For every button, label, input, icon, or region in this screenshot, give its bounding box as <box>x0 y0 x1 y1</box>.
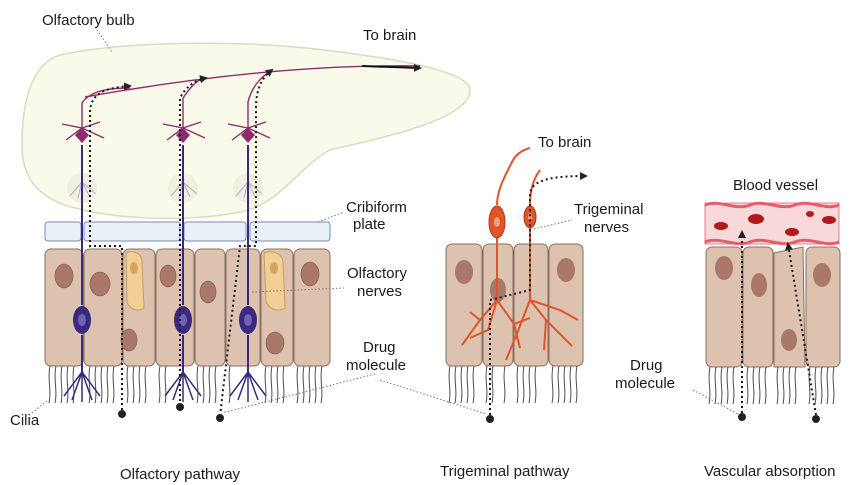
caption-trigeminal-pathway: Trigeminal pathway <box>440 463 570 480</box>
cilia-vascular <box>709 367 834 404</box>
cribiform-plate <box>45 222 330 241</box>
cilia-trigeminal <box>449 366 577 403</box>
olfactory-nerves-label-line1: Olfactory <box>347 265 408 282</box>
drug-molecule-trigeminal <box>486 415 494 423</box>
cribiform-label-line1: Cribiform <box>346 199 407 216</box>
trigeminal-nerves-label-line2: nerves <box>584 219 629 236</box>
cilia-olfactory <box>49 366 322 403</box>
cribiform-label-line2: plate <box>353 216 386 233</box>
olfactory-bulb-label: Olfactory bulb <box>42 12 135 29</box>
olfactory-epithelium <box>45 249 330 366</box>
olfactory-nerves-label-line2: nerves <box>357 283 402 300</box>
to-brain-trigeminal-label: To brain <box>538 134 591 151</box>
drug-molecule-right-line2: molecule <box>615 375 675 392</box>
blood-vessel-label: Blood vessel <box>733 177 818 194</box>
to-brain-olfactory-label: To brain <box>363 27 416 44</box>
drug-molecules-olfactory <box>118 403 224 422</box>
cilia-label: Cilia <box>10 412 40 429</box>
trigeminal-pathway <box>446 148 586 423</box>
caption-vascular-absorption: Vascular absorption <box>704 463 835 480</box>
drug-molecule-center-line1: Drug <box>363 339 396 356</box>
caption-olfactory-pathway: Olfactory pathway <box>120 466 241 483</box>
drug-molecule-right-line1: Drug <box>630 357 663 374</box>
vascular-absorption <box>705 203 840 423</box>
trigeminal-nerves-label-line1: Trigeminal <box>574 201 643 218</box>
drug-molecule-center-line2: molecule <box>346 357 406 374</box>
drug-molecules-vascular <box>738 413 820 423</box>
